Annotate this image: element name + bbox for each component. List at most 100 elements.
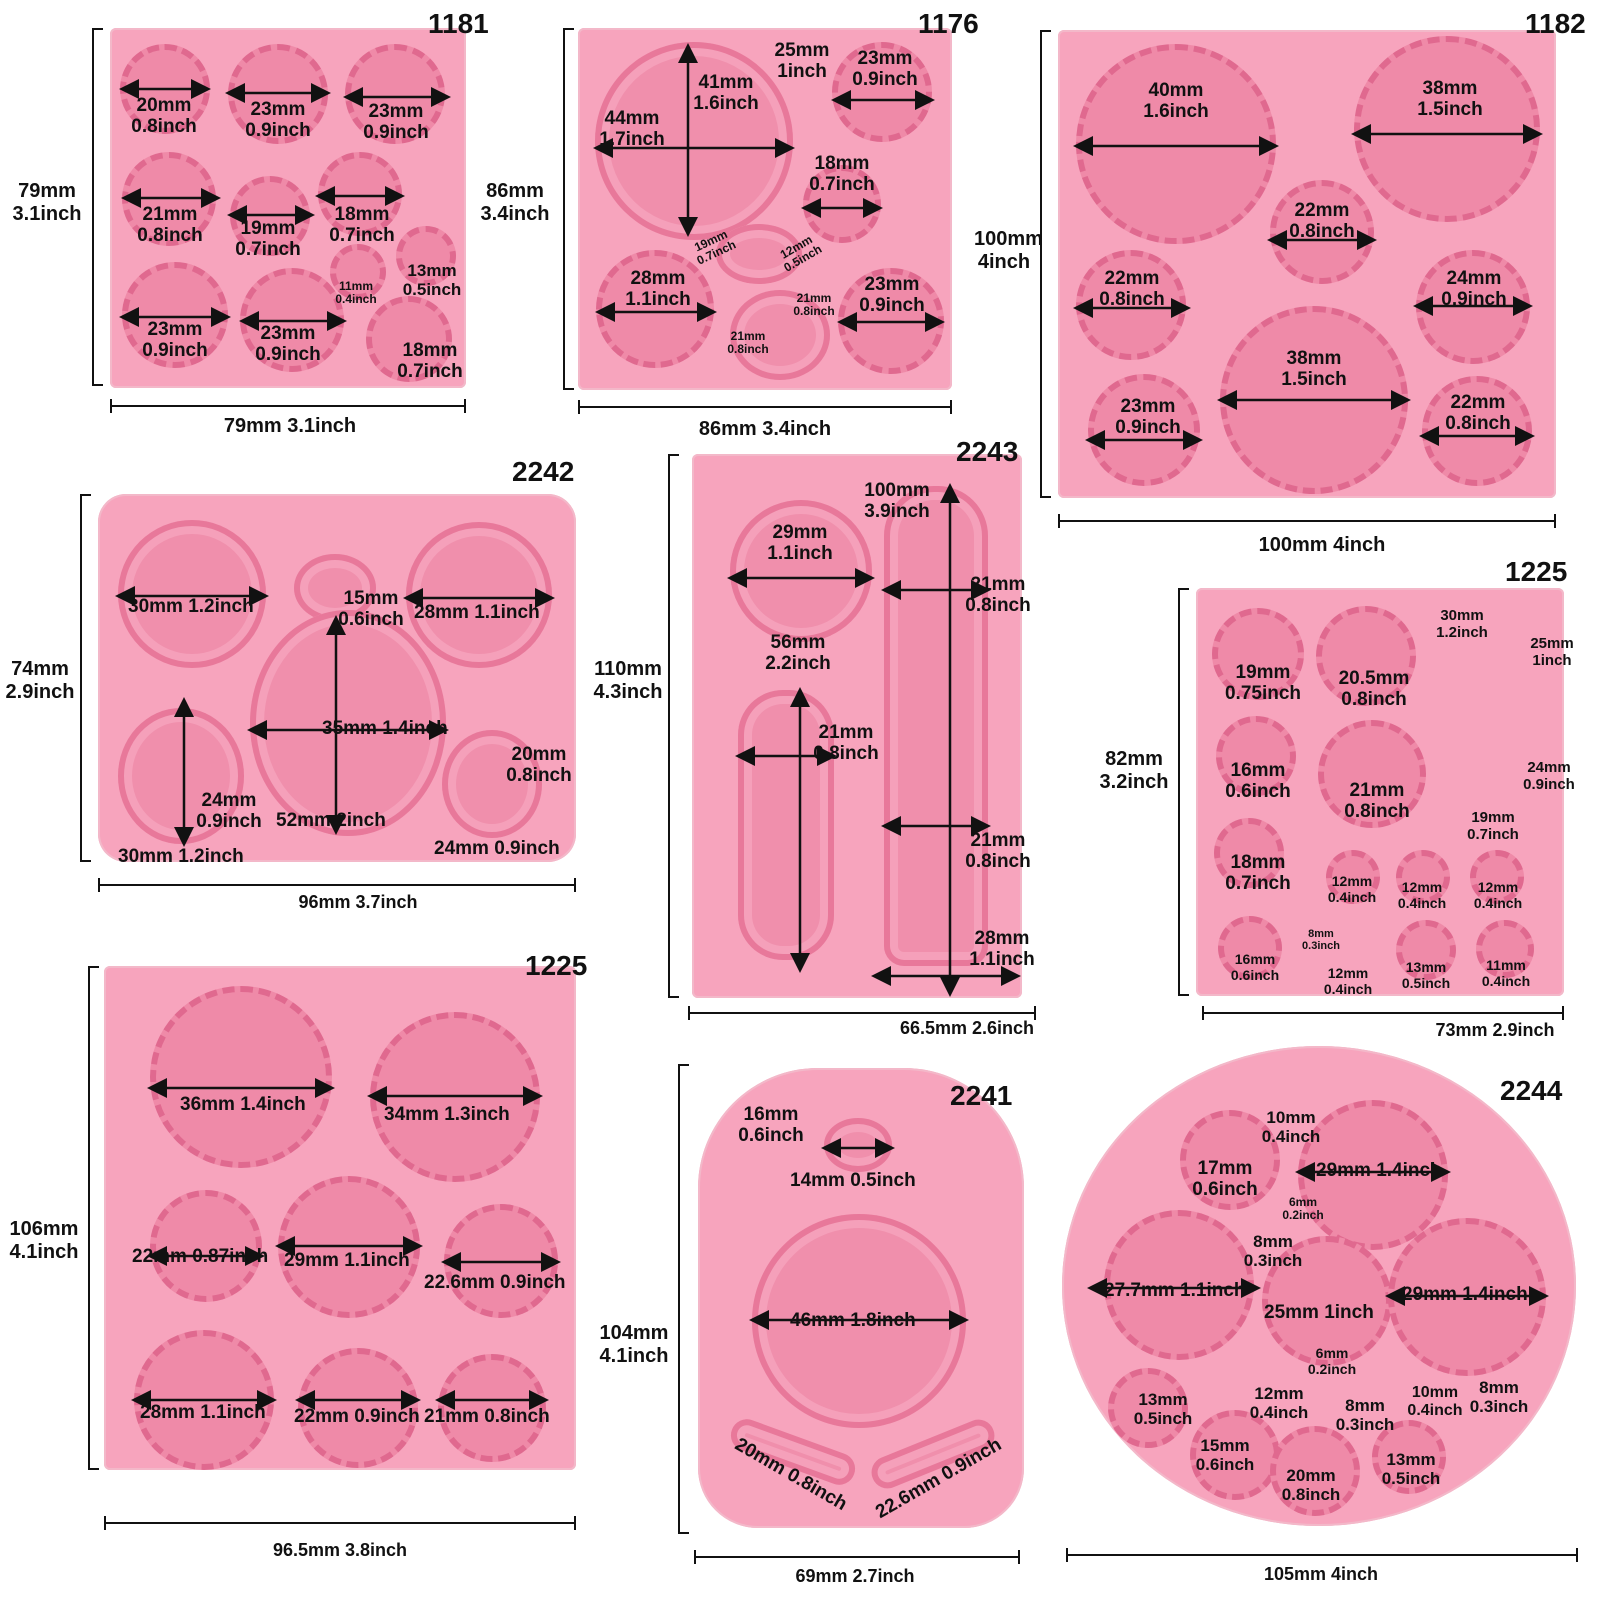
dimension-label: 27.7mm 1.1inch	[1104, 1280, 1246, 1301]
gear-cavity	[278, 1176, 420, 1318]
dimension-label: 23mm 0.9inch	[255, 323, 321, 366]
dimension-label: 21mm 0.8inch	[813, 722, 879, 765]
dimension-label: 16mm 0.6inch	[1225, 760, 1291, 803]
dimension-label: 21mm 0.8inch	[793, 291, 835, 319]
gear-cavity	[1396, 920, 1456, 980]
height-label: 104mm 4.1inch	[599, 1322, 669, 1367]
width-label: 96.5mm 3.8inch	[272, 1540, 408, 1560]
dimension-label: 18mm 0.7inch	[809, 153, 875, 196]
dimension-label: 38mm 1.5inch	[1417, 78, 1483, 121]
height-rule	[88, 966, 99, 1470]
gear-cavity	[370, 1012, 540, 1182]
dimension-label: 24mm 0.9inch	[1441, 268, 1507, 311]
width-rule	[688, 1006, 1036, 1020]
dimension-label: 12mm 0.4inch	[1323, 965, 1373, 997]
clock-cavity	[884, 486, 988, 966]
dimension-label: 25mm 1inch	[1530, 635, 1574, 669]
gear-cavity	[1270, 1426, 1360, 1516]
dimension-label: 24mm 0.9inch	[196, 790, 262, 833]
gear-cavity	[396, 226, 456, 286]
dimension-label: 17mm 0.6inch	[1192, 1158, 1258, 1201]
dimension-label: 38mm 1.5inch	[1281, 348, 1347, 391]
gear-cavity	[1476, 920, 1534, 978]
dimension-label: 22mm 0.8inch	[1099, 268, 1165, 311]
dimension-label: 29mm 1.4inch	[1402, 1284, 1528, 1305]
width-rule	[694, 1550, 1020, 1564]
dimension-label: 22mm 0.87inch	[132, 1246, 269, 1267]
dimension-label: 20mm 0.8inch	[506, 744, 572, 787]
dimension-label: 13mm 0.5inch	[1401, 959, 1451, 991]
dimension-label: 29mm 1.4inch	[1316, 1160, 1442, 1181]
dimension-label: 22mm 0.8inch	[1445, 392, 1511, 435]
dimension-label: 25mm 1inch	[1264, 1302, 1374, 1323]
dimension-label: 23mm 0.9inch	[852, 48, 918, 91]
dimension-label: 18mm 0.7inch	[397, 340, 463, 383]
gear-cavity	[1108, 1368, 1188, 1448]
dimension-label: 10mm 0.4inch	[1261, 1108, 1321, 1147]
width-label: 100mm 4inch	[1258, 534, 1386, 556]
dimension-label: 29mm 1.1inch	[284, 1250, 410, 1271]
dimension-label: 20.5mm 0.8inch	[1338, 668, 1410, 711]
dimension-label: 23mm 0.9inch	[1115, 396, 1181, 439]
dimension-label: 23mm 0.9inch	[142, 319, 208, 362]
width-rule	[98, 878, 576, 892]
dimension-label: 11mm 0.4inch	[335, 279, 377, 307]
dimension-label: 44mm 1.7inch	[599, 108, 665, 151]
dimension-label: 24mm 0.9inch	[1523, 759, 1575, 793]
dimension-label: 22mm 0.8inch	[1289, 200, 1355, 243]
dimension-label: 16mm 0.6inch	[738, 1104, 804, 1147]
gear-cavity	[444, 1204, 558, 1318]
dimension-label: 21mm 0.8inch	[424, 1406, 550, 1427]
dimension-label: 18mm 0.7inch	[329, 204, 395, 247]
gear-cavity	[1190, 1410, 1280, 1500]
height-rule	[92, 28, 103, 386]
gear-cavity	[330, 244, 386, 300]
width-rule	[104, 1516, 576, 1530]
height-label: 106mm 4.1inch	[9, 1218, 79, 1263]
dimension-label: 23mm 0.9inch	[363, 101, 429, 144]
mold-code: 2241	[950, 1080, 1013, 1111]
width-label: 86mm 3.4inch	[698, 418, 832, 440]
clock-cavity	[716, 224, 802, 284]
height-rule	[1178, 588, 1189, 996]
gear-cavity	[1218, 916, 1282, 980]
mold-code: 2243	[956, 436, 1019, 467]
dimension-label: 19mm 0.7inch	[235, 218, 301, 261]
clock-cavity	[406, 522, 552, 668]
dimension-label: 40mm 1.6inch	[1143, 80, 1209, 123]
gear-cavity	[1470, 850, 1524, 904]
dimension-label: 56mm 2.2inch	[765, 632, 831, 675]
height-label: 82mm 3.2inch	[1099, 748, 1169, 793]
dimension-label: 12mm 0.4inch	[1397, 879, 1447, 911]
gear-cavity	[1216, 716, 1296, 796]
dimension-label: 15mm 0.6inch	[338, 588, 404, 631]
pendant-cavity	[824, 1118, 892, 1172]
gear-cavity	[1180, 1110, 1280, 1210]
dimension-label: 20mm 0.8inch	[1281, 1466, 1341, 1505]
mold-code: 1182	[1525, 8, 1586, 39]
mold-code: 1225	[525, 950, 588, 981]
clock-cavity	[738, 690, 834, 960]
width-rule	[578, 400, 952, 414]
clock-cavity	[118, 520, 266, 668]
height-rule	[678, 1064, 689, 1534]
height-rule	[1040, 30, 1051, 498]
dimension-label: 12mm 0.4inch	[1327, 873, 1377, 905]
gear-cavity	[366, 296, 452, 382]
dimension-label: 35mm 1.4inch	[322, 718, 448, 739]
dimension-label: 8mm 0.3inch	[1243, 1232, 1303, 1271]
clock-cavity	[442, 730, 542, 838]
dimension-label: 19mm 0.75inch	[1224, 662, 1302, 705]
dimension-label: 21mm 0.8inch	[965, 830, 1031, 873]
gear-cavity	[1396, 850, 1450, 904]
dimension-label: 6mm 0.2inch	[1282, 1195, 1324, 1223]
dimension-label: 11mm 0.4inch	[1481, 957, 1531, 989]
gear-cavity	[1214, 818, 1284, 888]
width-rule	[1066, 1548, 1578, 1562]
gear-cavity	[1220, 306, 1408, 494]
gear-cavity	[1326, 850, 1380, 904]
width-label: 96mm 3.7inch	[298, 892, 418, 912]
gear-cavity	[1372, 1420, 1446, 1494]
dimension-label: 20mm 0.8inch	[131, 95, 197, 138]
width-label: 79mm 3.1inch	[223, 415, 357, 437]
